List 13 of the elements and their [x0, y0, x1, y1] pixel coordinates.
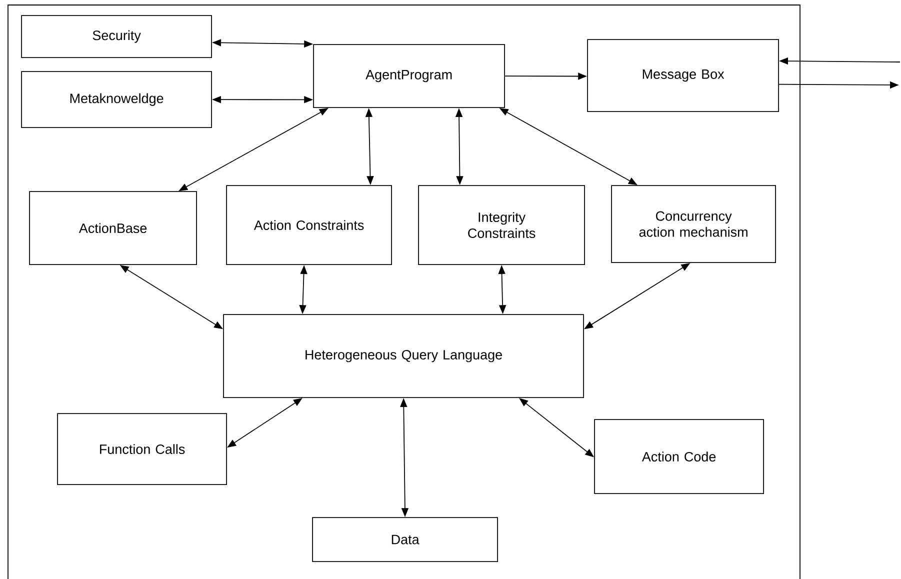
process-box: ActionBase	[29, 191, 197, 265]
process-box: Action Code	[594, 419, 764, 494]
process-box: Integrity Constraints	[418, 185, 585, 265]
process-box: Data	[312, 517, 498, 562]
process-box: Action Constraints	[226, 185, 392, 265]
process-box: Concurrency action mechanism	[611, 185, 776, 263]
frame-box	[8, 4, 800, 579]
process-box: Message Box	[587, 39, 779, 112]
process-box: AgentProgram	[313, 44, 505, 108]
process-box: Security	[21, 15, 212, 58]
process-box: Metaknoweldge	[21, 71, 212, 128]
process-box: Heterogeneous Query Language	[223, 314, 584, 398]
process-box: Function Calls	[57, 413, 227, 485]
